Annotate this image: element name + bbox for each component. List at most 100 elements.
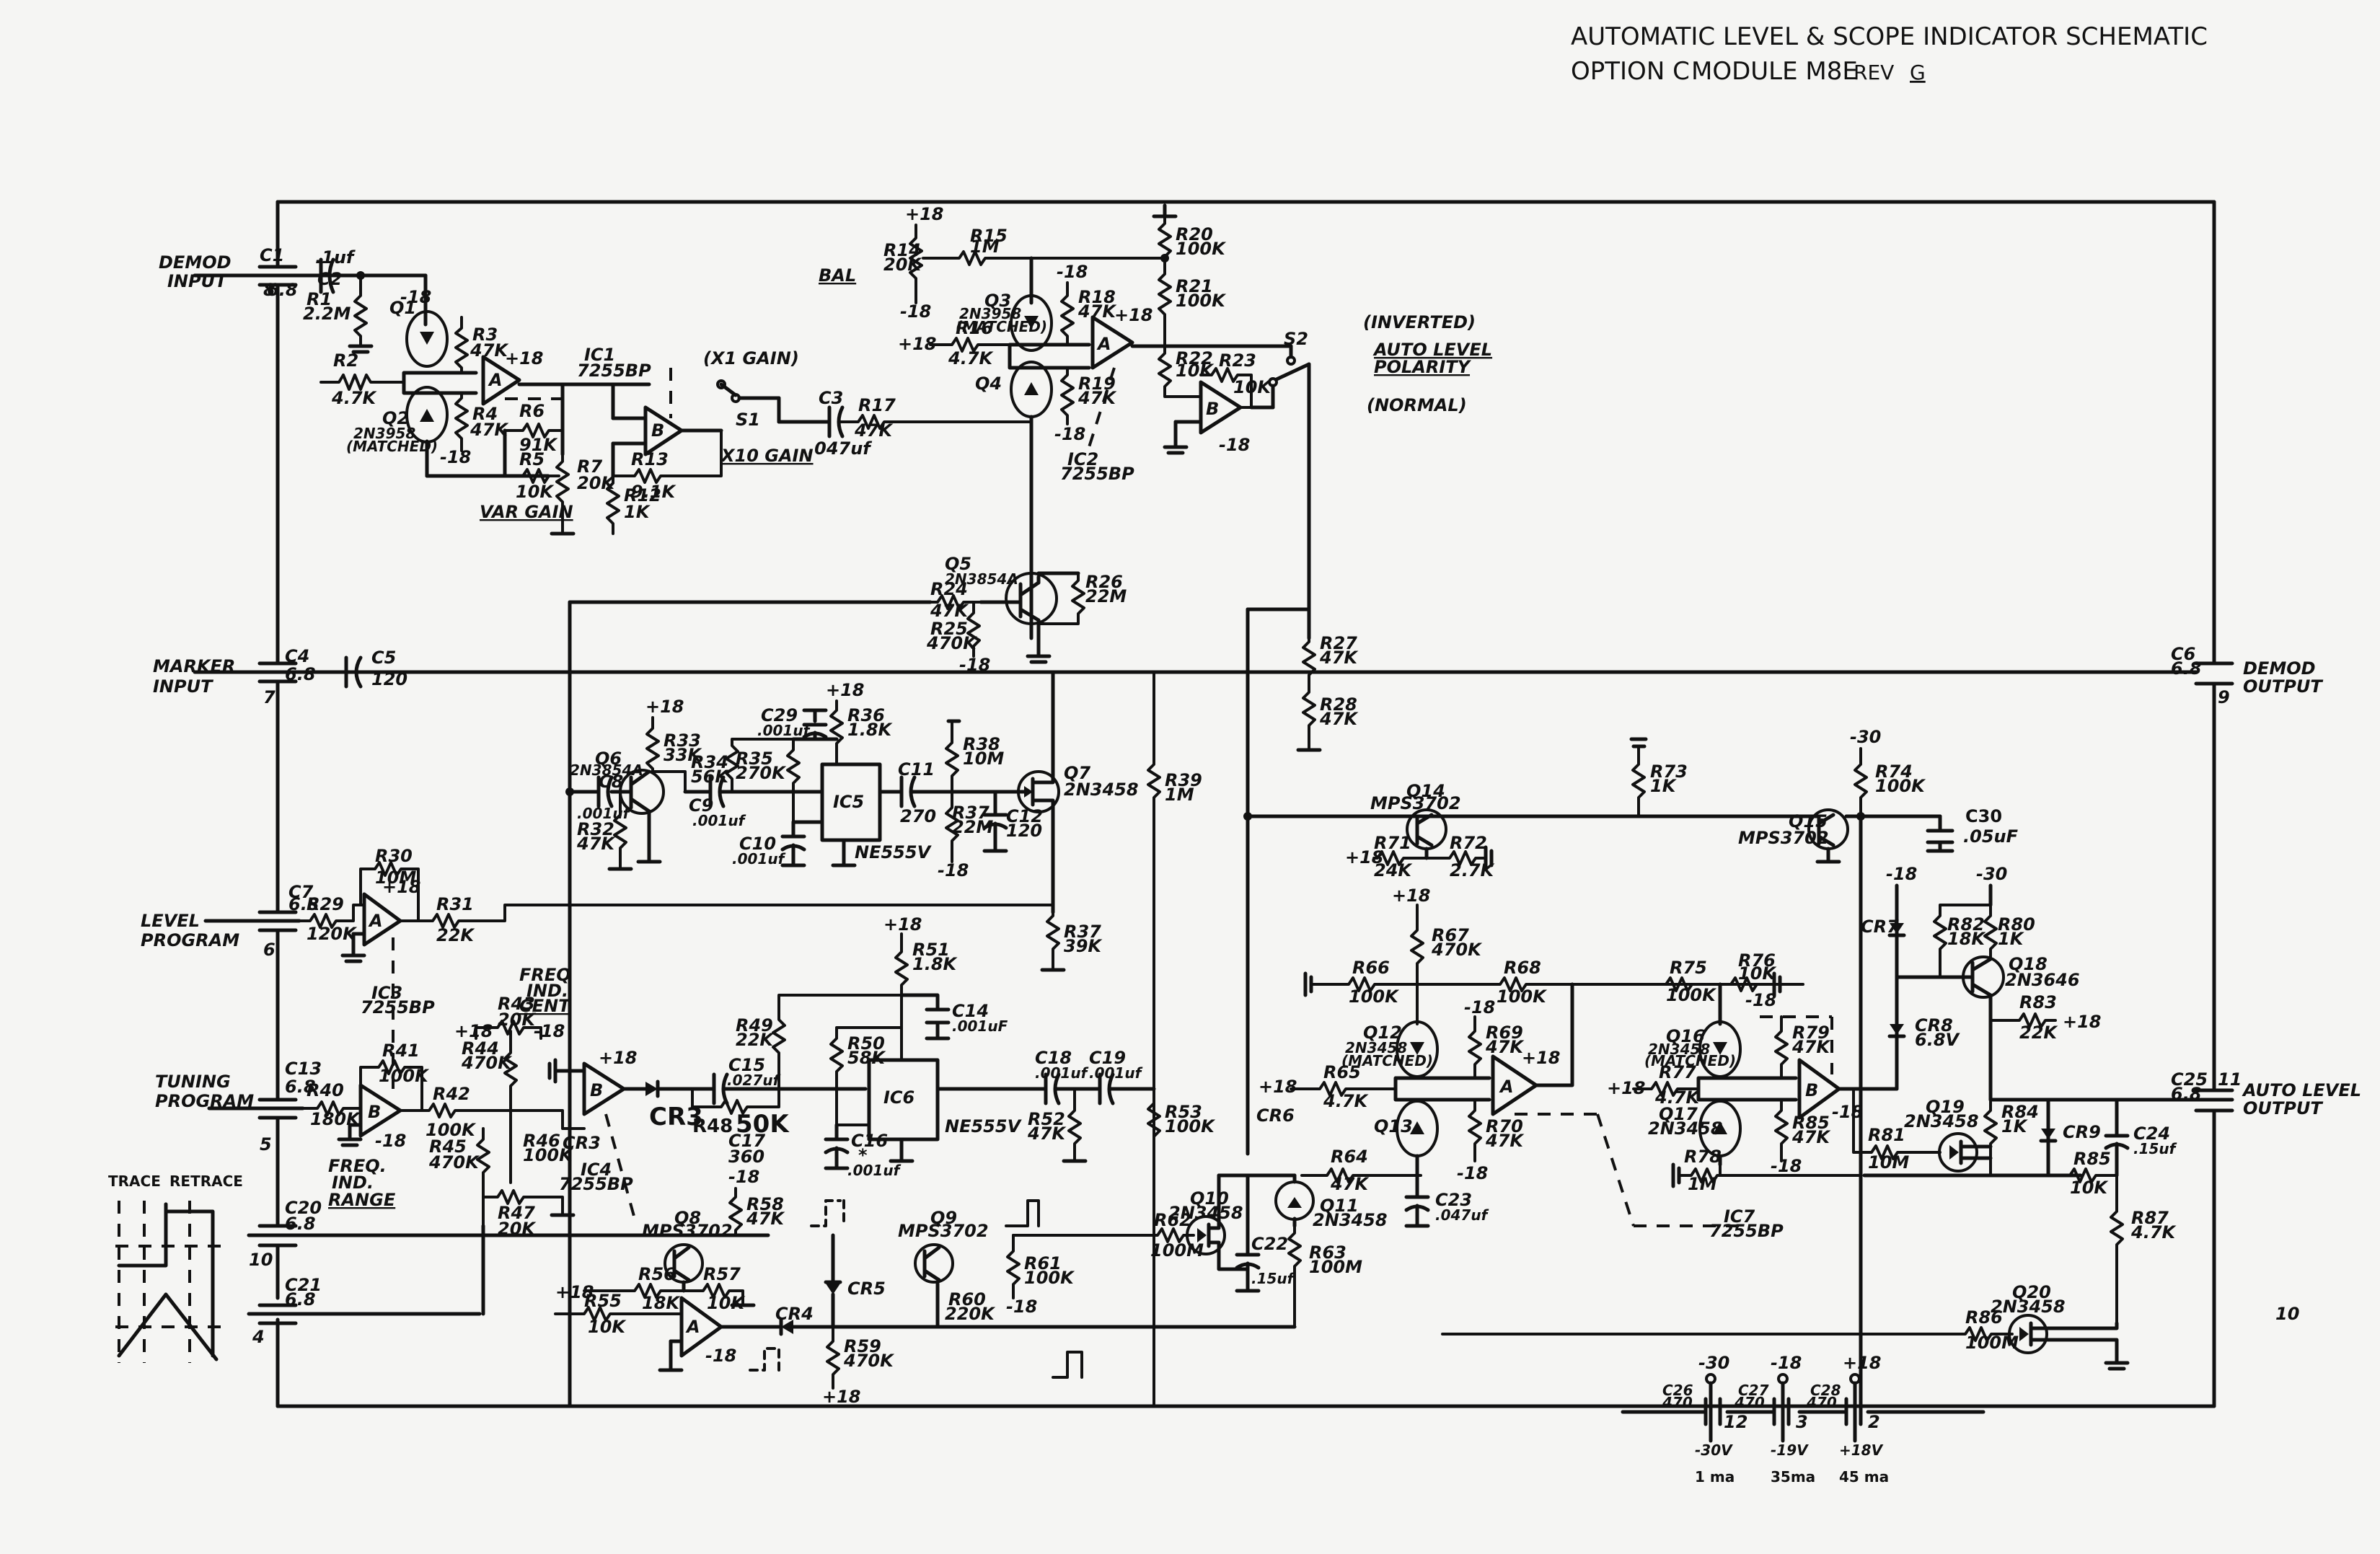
q19-label: Q19 <box>1926 1097 1965 1117</box>
c24-label: C24 <box>2133 1123 2170 1144</box>
r51-label: R51 <box>912 940 950 960</box>
r53-label: R53 <box>1165 1102 1202 1122</box>
ic5-part: NE555V <box>855 842 933 862</box>
q6-rail: +18 <box>645 697 684 717</box>
r45-label: R45 <box>429 1136 467 1157</box>
r33-label: R33 <box>664 730 701 751</box>
r24-value: 47K <box>930 601 969 621</box>
auto-level-output-label-2: OUTPUT <box>2243 1098 2323 1118</box>
q2-label: Q2 <box>382 408 409 428</box>
ic1b-label: B <box>651 420 664 441</box>
q17-label: Q17 <box>1659 1104 1698 1124</box>
r6-label: R6 <box>519 401 545 421</box>
r83-value: 22K <box>2019 1023 2058 1043</box>
r84-label: R84 <box>2001 1102 2039 1122</box>
c11-label: C11 <box>898 759 935 780</box>
q7-label: Q7 <box>1064 763 1090 783</box>
r60-value: 220K <box>945 1304 996 1324</box>
ic2-part: 7255BP <box>1060 464 1134 484</box>
pin-6: 6 <box>263 940 276 960</box>
c4-value: 6.8 <box>285 664 316 684</box>
r73-label: R73 <box>1650 761 1688 782</box>
q12-label: Q12 <box>1363 1023 1402 1043</box>
normal-label: (NORMAL) <box>1367 395 1467 415</box>
cr3-ref: CR3 <box>563 1133 601 1153</box>
q16-part: 2N3458 <box>1648 1041 1710 1058</box>
q20-part: 2N3458 <box>1991 1297 2066 1317</box>
supply-cap-c26: -30 C26 470 12 -30V 1 ma <box>1662 1353 1747 1485</box>
cr5-label: CR5 <box>847 1279 886 1299</box>
c16-mark: * <box>858 1145 868 1165</box>
trace-retrace-diagram: TRACE RETRACE <box>108 1173 243 1363</box>
c28-rail: +18 <box>1843 1353 1882 1373</box>
c9-label: C9 <box>689 795 713 816</box>
x10-gain-label: X10 GAIN <box>720 446 814 466</box>
freq-ind-cent-3: CENT <box>519 996 571 1016</box>
ic4b-label: B <box>590 1080 603 1100</box>
supply-cap-c27: -18 C27 470 3 -19V 35ma <box>1734 1353 1815 1485</box>
r23-value: 10K <box>1233 377 1272 397</box>
r37-label: R37 <box>952 803 990 823</box>
r31-value: 22K <box>436 925 475 945</box>
c21-label: C21 <box>285 1275 322 1295</box>
r68-label: R68 <box>1504 958 1541 978</box>
c28-current: 45 ma <box>1839 1468 1889 1485</box>
ic4-part: 7255BP <box>559 1174 633 1194</box>
r49-value: 22K <box>736 1030 775 1050</box>
auto-level-output-label-1: AUTO LEVEL <box>2242 1080 2361 1100</box>
q10-label: Q10 <box>1190 1188 1229 1209</box>
c26-current: 1 ma <box>1695 1468 1735 1485</box>
r74-value: 100K <box>1875 776 1926 796</box>
r1-label: R1 <box>307 289 332 309</box>
c7-value: 6.8 <box>288 894 319 914</box>
r22-value: 10K <box>1176 361 1215 381</box>
ic4a-rail: -18 <box>705 1346 736 1366</box>
r29-value: 120K <box>307 924 358 944</box>
r52-value: 47K <box>1027 1123 1067 1144</box>
c3-label: C3 <box>819 388 843 408</box>
q19-part: 2N3458 <box>1904 1111 1979 1131</box>
c18-label: C18 <box>1035 1048 1072 1068</box>
r72-label: R72 <box>1450 833 1487 853</box>
title-block: AUTOMATIC LEVEL & SCOPE INDICATOR SCHEMA… <box>1571 22 2208 86</box>
r74-label: R74 <box>1875 761 1913 782</box>
s2-label: S2 <box>1284 329 1308 349</box>
q20-label: Q20 <box>2012 1282 2051 1302</box>
c27-current: 35ma <box>1771 1468 1815 1485</box>
freq-ind-cent-2: IND. <box>526 981 568 1001</box>
q18-rail: -30 <box>1976 864 2007 884</box>
r37-rail: -18 <box>938 860 969 880</box>
r63-label: R63 <box>1309 1242 1347 1263</box>
r12-label: R12 <box>624 485 661 506</box>
ic4b-rail: +18 <box>599 1048 638 1068</box>
ic2b-label: B <box>1206 399 1219 419</box>
r43-label: R43 <box>498 994 535 1014</box>
var-gain-label: VAR GAIN <box>480 502 573 522</box>
r51-rail: +18 <box>883 914 922 935</box>
r35-label: R35 <box>736 749 773 769</box>
r13-label: R13 <box>631 449 669 469</box>
r48-label: R48 <box>692 1116 733 1137</box>
r22-label: R22 <box>1176 348 1213 368</box>
r68-value: 100K <box>1497 986 1548 1007</box>
r66-label: R66 <box>1352 958 1390 978</box>
r18-rail: -18 <box>1057 262 1088 282</box>
r2-value: 4.7K <box>331 388 378 408</box>
ic7-label: IC7 <box>1724 1206 1755 1227</box>
c5-label: C5 <box>371 648 396 668</box>
r65-label: R65 <box>1323 1062 1361 1082</box>
pin-8: 8 <box>263 280 276 300</box>
r61-label: R61 <box>1024 1253 1062 1273</box>
ic3a-label: A <box>368 911 383 931</box>
r57-label: R57 <box>703 1264 741 1284</box>
r59-rail: +18 <box>822 1387 861 1407</box>
c22-value: .15uf <box>1251 1270 1295 1287</box>
q6-label: Q6 <box>595 749 622 769</box>
r21-label: R21 <box>1176 276 1213 296</box>
c6-label: C6 <box>2171 644 2195 664</box>
q15-label: Q15 <box>1789 811 1828 831</box>
r58-label: R58 <box>746 1194 784 1214</box>
r69-rail: -18 <box>1464 997 1495 1017</box>
